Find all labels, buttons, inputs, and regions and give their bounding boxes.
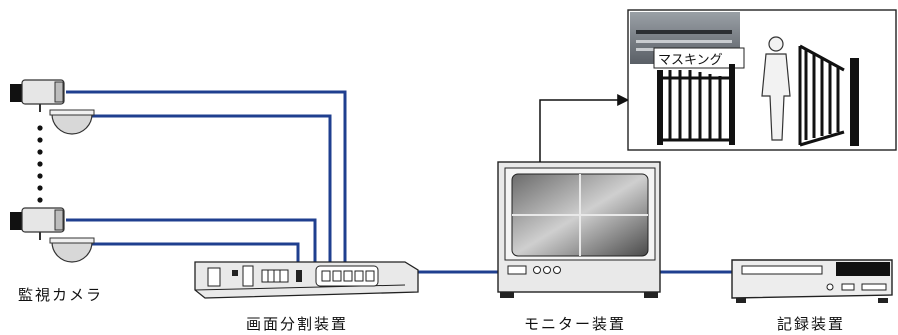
cameras-label: 監視カメラ [18, 286, 104, 304]
cable-camera-4 [85, 242, 300, 262]
video-splitter-icon [194, 261, 419, 299]
masking-label: マスキング [658, 53, 723, 68]
surveillance-camera-icon [10, 79, 65, 112]
dome-camera-icon [49, 109, 95, 135]
cable-camera-2 [85, 114, 332, 262]
dome-camera-icon [49, 237, 95, 263]
video-recorder-icon [731, 259, 893, 303]
recorder-label: 記録装置 [777, 315, 846, 333]
monitor-label: モニター装置 [524, 315, 627, 333]
splitter-label: 画面分割装置 [246, 315, 349, 333]
cable-camera-3 [66, 218, 317, 262]
crt-monitor-icon [497, 94, 661, 298]
surveillance-camera-icon [10, 207, 65, 240]
video-cables [66, 90, 732, 274]
person-figure-icon [761, 36, 791, 141]
cable-camera-1 [66, 90, 347, 262]
more-cameras-ellipsis-icon [37, 125, 43, 203]
masking-view-picture [627, 9, 897, 151]
